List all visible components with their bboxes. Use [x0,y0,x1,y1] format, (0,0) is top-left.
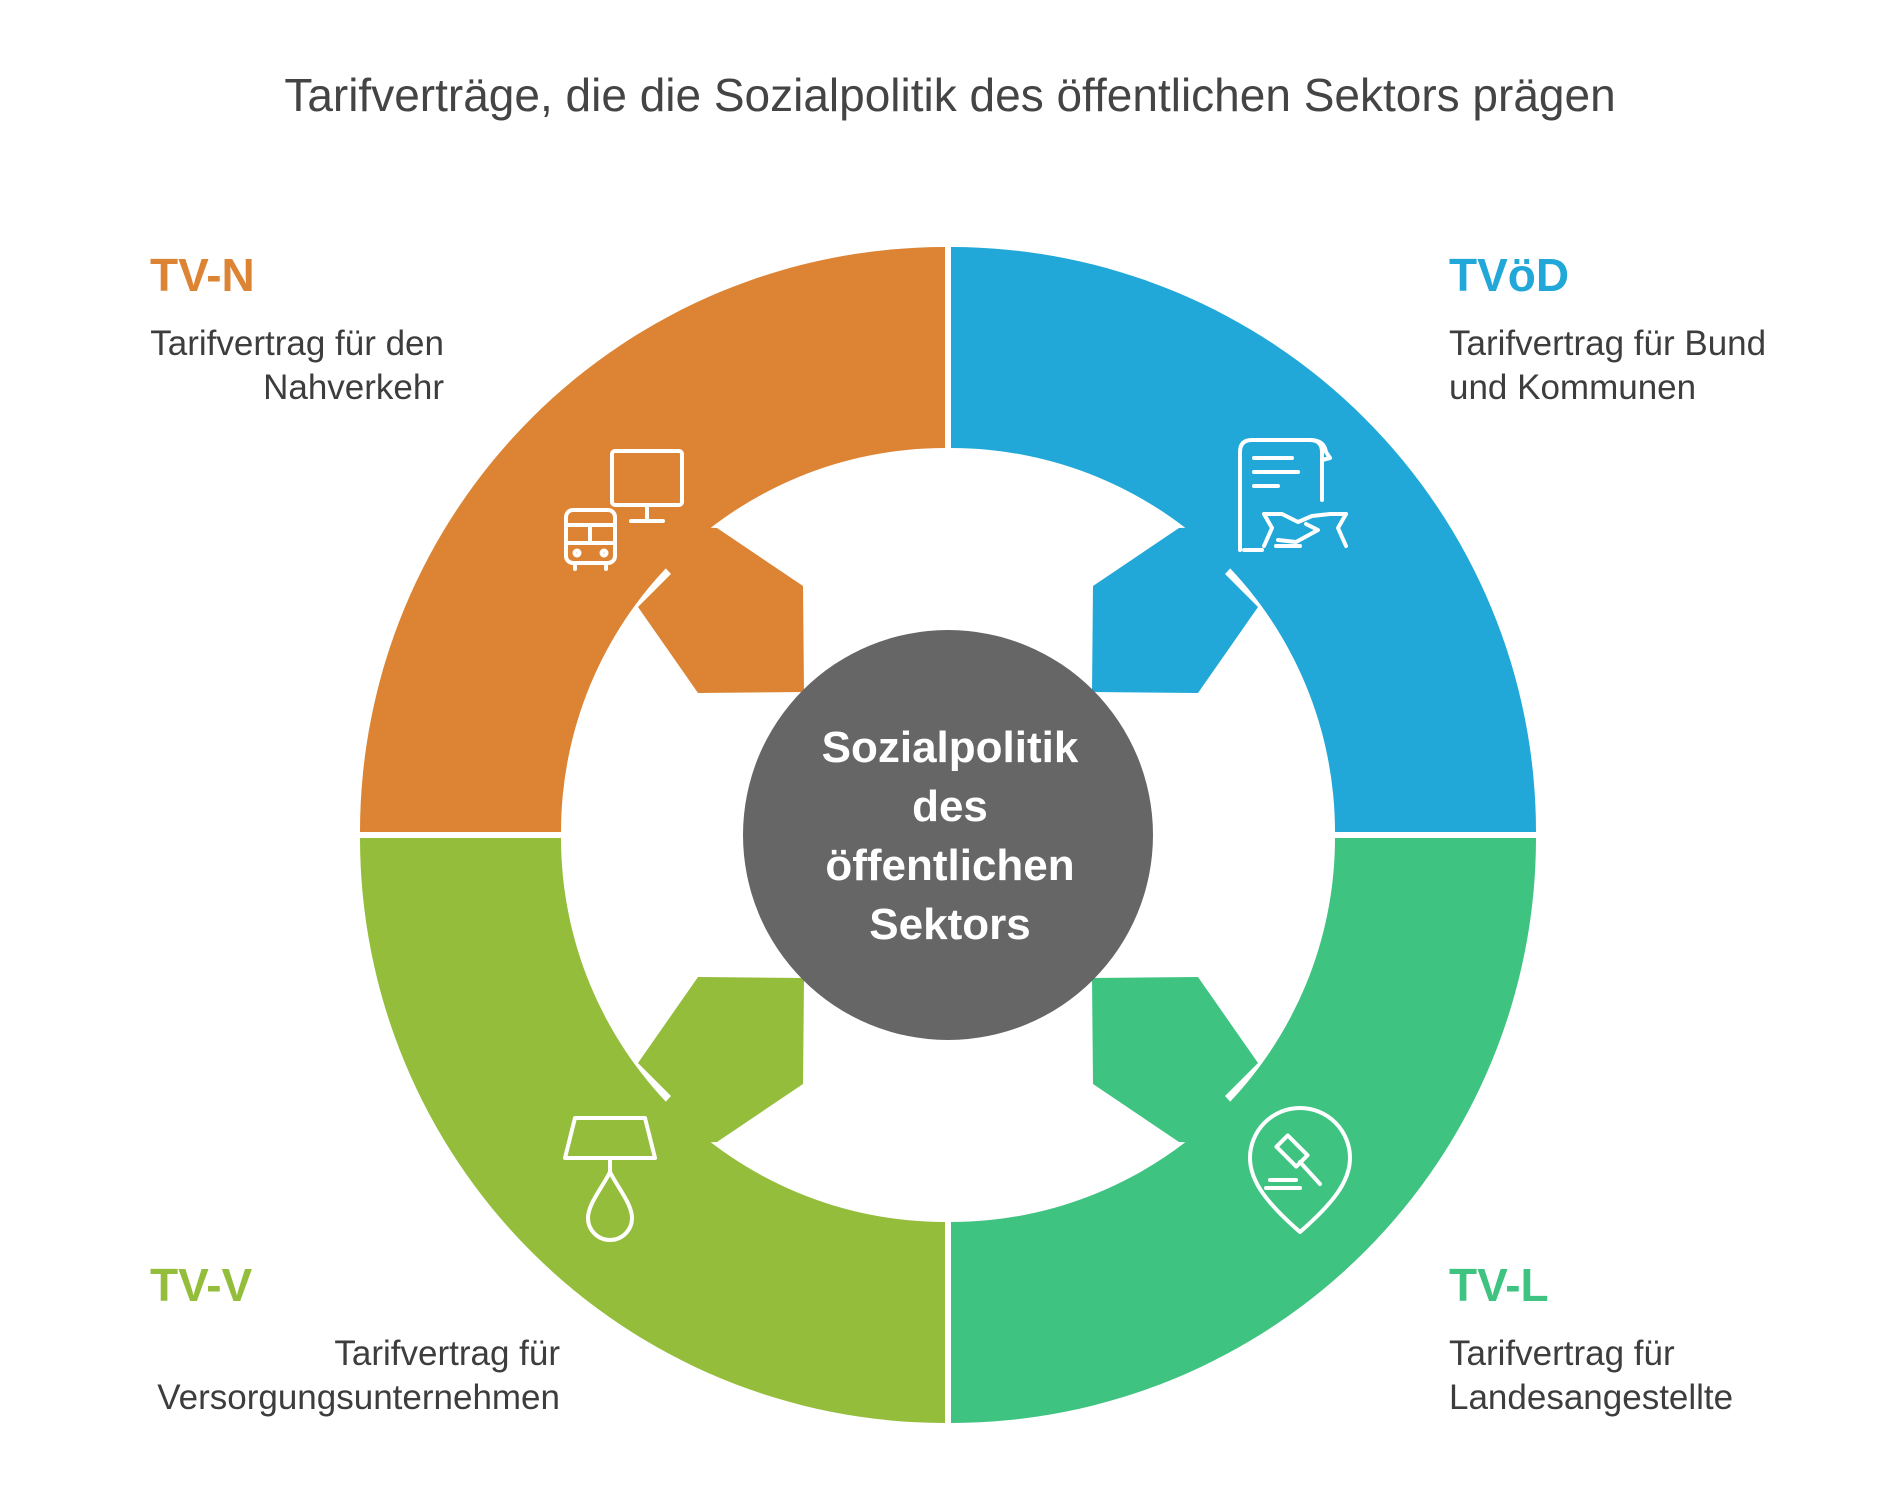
label-tvv: TV-V [150,1258,450,1312]
desc-tvod: Tarifvertrag für Bund und Kommunen [1449,322,1849,410]
gavel-pin-icon [1248,1106,1352,1234]
label-tvl: TV-L Tarifvertrag für Landesangestellte [1449,1258,1849,1420]
arrow-tvod [1092,525,1270,693]
desc-line: und Kommunen [1449,368,1697,407]
page-title: Tarifverträge, die die Sozialpolitik des… [284,69,1616,121]
center-line: des [912,782,988,831]
code-tvl: TV-L [1449,1259,1549,1311]
desc-line: Versorgungsunternehmen [157,1378,560,1417]
arrow-tvv [626,977,804,1145]
desc-block-tvv: Tarifvertrag für Versorgungsunternehmen [60,1332,560,1420]
code-tvn: TV-N [150,249,255,301]
desc-line: Tarifvertrag für [1449,1334,1675,1373]
center-line: öffentlichen [825,841,1075,890]
desc-tvv: Tarifvertrag für Versorgungsunternehmen [60,1332,560,1420]
label-tvn: TV-N [150,248,450,302]
center-circle [743,630,1153,1040]
bus-monitor-icon [564,449,684,571]
desc-block-tvn: Tarifvertrag für den Nahverkehr [60,322,444,410]
desc-line: Tarifvertrag für den [150,324,444,363]
center-line: Sozialpolitik [821,723,1079,772]
desc-line: Nahverkehr [263,368,444,407]
desc-tvl: Tarifvertrag für Landesangestellte [1449,1332,1849,1420]
desc-line: Landesangestellte [1449,1378,1734,1417]
code-tvod: TVöD [1449,249,1570,301]
arrow-tvn [626,525,804,693]
arrow-tvl [1092,977,1270,1145]
desc-line: Tarifvertrag für Bund [1449,324,1767,363]
label-tvod: TVöD Tarifvertrag für Bund und Kommunen [1449,248,1849,410]
code-tvv: TV-V [150,1259,253,1311]
lamp-drop-icon [563,1116,657,1242]
contract-handshake-icon [1238,438,1348,552]
center-line: Sektors [869,900,1031,949]
desc-line: Tarifvertrag für [334,1334,560,1373]
desc-tvn: Tarifvertrag für den Nahverkehr [60,322,444,410]
center-label: Sozialpolitik des öffentlichen Sektors [745,718,1155,954]
